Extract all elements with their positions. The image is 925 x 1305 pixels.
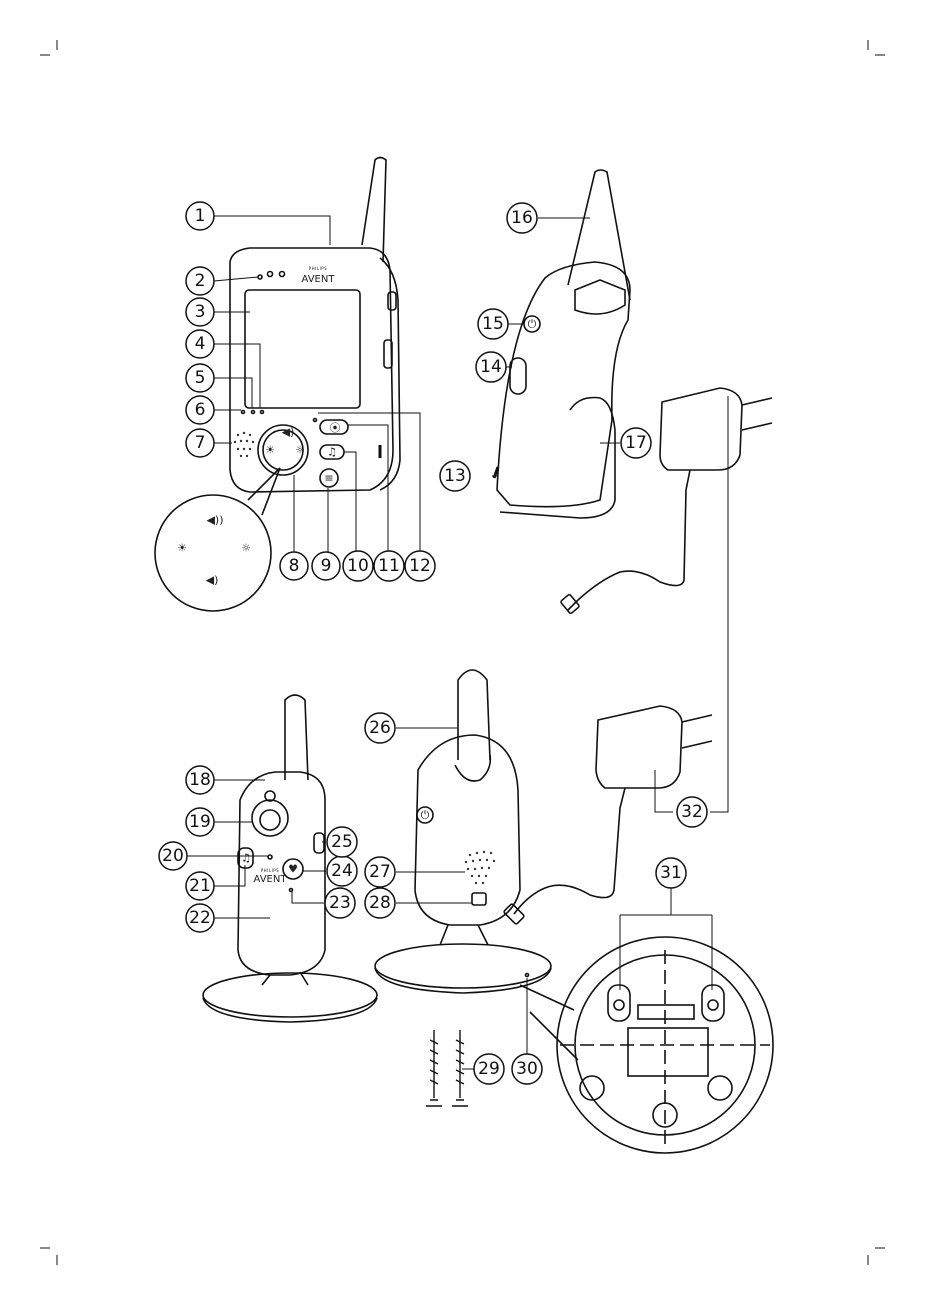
svg-text:16: 16 bbox=[511, 208, 533, 228]
night-light-icon: ♥ bbox=[288, 863, 298, 876]
svg-text:20: 20 bbox=[162, 846, 184, 866]
svg-text:14: 14 bbox=[480, 357, 502, 377]
callout-14: 14 bbox=[476, 352, 506, 382]
brightness-icon: ☼ bbox=[295, 444, 305, 457]
callout-30: 30 bbox=[512, 1054, 542, 1084]
callout-17: 17 bbox=[621, 428, 651, 458]
callout-6: 6 bbox=[186, 396, 214, 424]
svg-text:23: 23 bbox=[329, 893, 351, 913]
svg-text:5: 5 bbox=[195, 368, 206, 388]
callout-22: 22 bbox=[186, 904, 214, 932]
svg-text:9: 9 bbox=[321, 556, 332, 576]
speaker-grille bbox=[234, 432, 254, 457]
callout-3: 3 bbox=[186, 298, 214, 326]
microphone-icon: ⦿ bbox=[330, 422, 341, 435]
wall-screws bbox=[426, 1030, 468, 1106]
svg-text:22: 22 bbox=[189, 908, 211, 928]
svg-text:30: 30 bbox=[516, 1059, 538, 1079]
callout-26: 26 bbox=[365, 713, 395, 743]
callout-19: 19 bbox=[186, 808, 214, 836]
svg-text:24: 24 bbox=[331, 861, 353, 881]
baby-unit-brand-maker: PHILIPS bbox=[261, 868, 279, 873]
callout-4: 4 bbox=[186, 330, 214, 358]
speaker-icon: ◀)) bbox=[206, 514, 223, 527]
leader-lines bbox=[186, 216, 728, 1069]
callout-11: 11 bbox=[374, 551, 404, 581]
callout-31: 31 bbox=[656, 858, 686, 888]
baby-unit-brand-product: AVENT bbox=[254, 874, 288, 885]
baby-unit-back bbox=[375, 670, 551, 993]
callout-1: 1 bbox=[186, 202, 214, 230]
svg-text:26: 26 bbox=[369, 718, 391, 738]
power-adapter-upper bbox=[560, 388, 772, 614]
svg-text:15: 15 bbox=[482, 314, 504, 334]
callout-24: 24 bbox=[327, 856, 357, 886]
callout-25: 25 bbox=[327, 827, 357, 857]
callout-21: 21 bbox=[186, 872, 214, 900]
svg-text:32: 32 bbox=[681, 802, 703, 822]
crop-marks bbox=[40, 40, 885, 1265]
svg-text:28: 28 bbox=[369, 893, 391, 913]
callout-28: 28 bbox=[365, 888, 395, 918]
music-note-icon: ♫ bbox=[327, 446, 337, 459]
svg-text:8: 8 bbox=[289, 556, 300, 576]
speaker-icon: ◀) bbox=[206, 574, 219, 587]
brand-maker-label: PHILIPS bbox=[309, 266, 327, 271]
svg-text:11: 11 bbox=[378, 556, 400, 576]
callout-15: 15 bbox=[478, 309, 508, 339]
callout-2: 2 bbox=[186, 267, 214, 295]
callout-9: 9 bbox=[312, 552, 340, 580]
music-note-icon: ♫ bbox=[241, 852, 251, 865]
menu-icon: ≡ bbox=[324, 472, 333, 485]
svg-text:17: 17 bbox=[625, 433, 647, 453]
callout-29: 29 bbox=[474, 1054, 504, 1084]
svg-text:4: 4 bbox=[195, 334, 206, 354]
brightness-icon: ☀ bbox=[265, 444, 275, 457]
power-icon: ⏻ bbox=[421, 809, 430, 822]
brightness-icon: ☼ bbox=[241, 542, 251, 555]
callout-32: 32 bbox=[677, 797, 707, 827]
brand-product-label: AVENT bbox=[302, 274, 336, 285]
svg-text:18: 18 bbox=[189, 770, 211, 790]
svg-text:2: 2 bbox=[195, 271, 206, 291]
speaker-icon: ◀) bbox=[282, 426, 295, 439]
svg-text:1: 1 bbox=[195, 206, 206, 226]
callout-23: 23 bbox=[325, 888, 355, 918]
callout-8: 8 bbox=[280, 552, 308, 580]
callout-markers: 1 2 3 4 5 6 7 8 9 10 11 12 13 14 15 16 1… bbox=[159, 202, 707, 1084]
base-underside-detail bbox=[520, 937, 773, 1153]
svg-text:25: 25 bbox=[331, 832, 353, 852]
callout-13: 13 bbox=[440, 461, 470, 491]
svg-text:13: 13 bbox=[444, 466, 466, 486]
svg-text:27: 27 bbox=[369, 862, 391, 882]
svg-text:19: 19 bbox=[189, 812, 211, 832]
callout-12: 12 bbox=[405, 551, 435, 581]
svg-text:3: 3 bbox=[195, 302, 206, 322]
power-icon: ⏻ bbox=[528, 318, 537, 331]
svg-text:7: 7 bbox=[195, 433, 206, 453]
callout-10: 10 bbox=[343, 551, 373, 581]
callout-16: 16 bbox=[507, 203, 537, 233]
callout-7: 7 bbox=[186, 429, 214, 457]
callout-5: 5 bbox=[186, 364, 214, 392]
svg-text:29: 29 bbox=[478, 1059, 500, 1079]
svg-text:31: 31 bbox=[660, 863, 682, 883]
baby-speaker-grille bbox=[465, 851, 495, 884]
brightness-icon: ☀ bbox=[177, 542, 187, 555]
svg-text:12: 12 bbox=[409, 556, 431, 576]
svg-text:6: 6 bbox=[195, 400, 206, 420]
svg-text:10: 10 bbox=[347, 556, 369, 576]
svg-text:21: 21 bbox=[189, 876, 211, 896]
callout-20: 20 bbox=[159, 842, 187, 870]
callout-27: 27 bbox=[365, 857, 395, 887]
callout-18: 18 bbox=[186, 766, 214, 794]
